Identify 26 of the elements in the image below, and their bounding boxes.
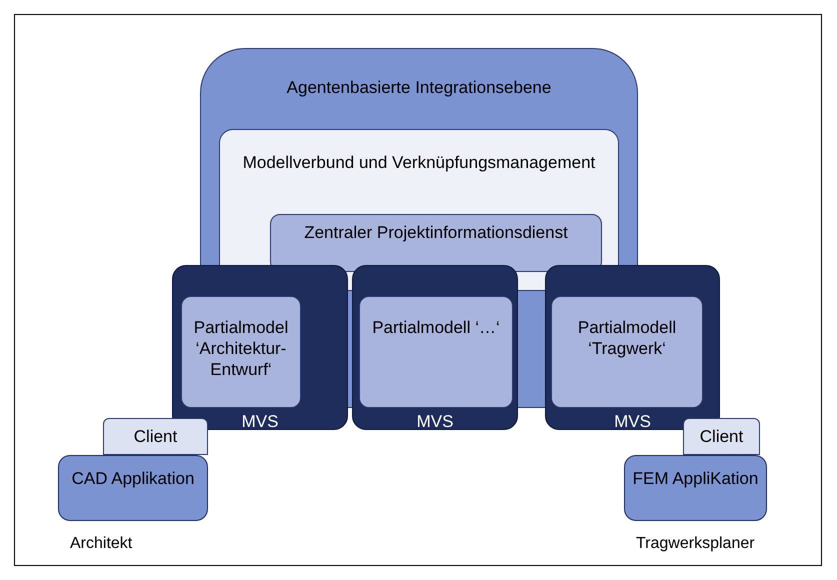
box-label: Partialmodell ‘…‘ — [371, 317, 501, 338]
box-label: Zentraler Projektinformationsdienst — [303, 222, 569, 243]
service-box — [551, 296, 703, 408]
server-label: MVS — [416, 411, 454, 432]
role-caption: Architekt — [70, 535, 132, 553]
server-box — [172, 265, 348, 430]
box-label: Partialmodel ‘Architektur-Entwurf‘ — [192, 317, 290, 380]
box-label: Client — [698, 426, 744, 447]
server-label: MVS — [613, 411, 652, 432]
service-box — [181, 296, 301, 408]
service-box — [270, 214, 602, 272]
service-box — [359, 296, 513, 408]
client-tab — [683, 418, 760, 455]
server-label: MVS — [240, 411, 280, 432]
server-box — [545, 265, 720, 430]
application-box — [58, 455, 208, 521]
box-label: Client — [132, 426, 178, 447]
box-label: CAD Applikation — [70, 468, 196, 489]
role-caption: Tragwerksplaner — [636, 535, 755, 553]
client-tab — [103, 418, 208, 455]
box-label: Modellverbund und Verknüpfungsmanagement — [242, 152, 596, 173]
application-box — [624, 455, 767, 521]
box-label: Agentenbasierte Integrationsebene — [286, 77, 552, 98]
box-label: Partialmodell ‘Tragwerk‘ — [576, 317, 678, 359]
box-label: FEM AppliKation — [632, 468, 760, 489]
server-box — [352, 265, 518, 430]
